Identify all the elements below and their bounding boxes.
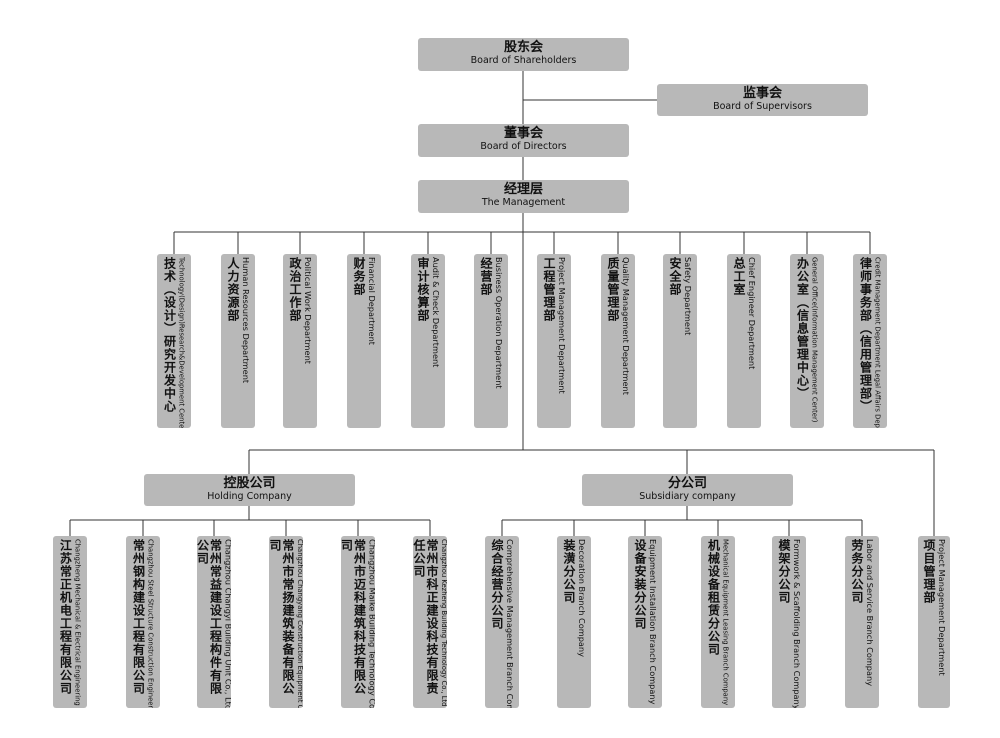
shareholders-cn: 股东会 [503, 40, 543, 55]
supervisors-box: 监事会 Board of Supervisors [657, 84, 868, 116]
subsidiary-company-1-en: Comprehensive Management Branch Company [505, 539, 515, 708]
holding-company-5-en: Changzhou Maike Building Technology Co.,… [367, 539, 376, 708]
management-en: The Management [481, 197, 566, 208]
department-box-12-cn: 律师事务部（信用管理部） [858, 257, 873, 413]
holding-company-1-en: Changzheng Mechanical & Electrical Engin… [73, 539, 82, 708]
holding-company-6-cn: 常州市科正建设科技有限责任公司 [413, 539, 439, 695]
subsidiary-company-5-cn: 模架分公司 [777, 539, 791, 604]
department-box-1-cn: 技术（设计）研究开发中心 [162, 257, 177, 413]
shareholders-en: Board of Shareholders [470, 55, 577, 66]
department-box-2-cn: 人力资源部 [226, 257, 240, 322]
subsidiary-company-1-cn: 综合经营分公司 [490, 539, 504, 630]
department-box-12: 律师事务部（信用管理部）Credit Management Department… [853, 254, 887, 428]
shareholders-box: 股东会 Board of Shareholders [418, 38, 629, 71]
holding-company-2-cn: 常州钢构建设工程有限公司 [131, 539, 146, 695]
subsidiary-company-2-en: Decoration Branch Company [577, 539, 587, 657]
department-box-6-cn: 经营部 [479, 257, 493, 296]
subsidiary-company-en: Subsidiary company [639, 491, 736, 502]
department-box-3-cn: 政治工作部 [288, 257, 302, 322]
subsidiary-company-2-cn: 装潢分公司 [562, 539, 576, 604]
holding-company-6-en: Changzhou Kezheng Building Technology Co… [440, 539, 447, 707]
subsidiary-company-4-en: Mechanical Equipment Leasing Branch Comp… [721, 539, 730, 706]
subsidiary-company-box: 分公司 Subsidiary company [582, 474, 793, 506]
project-management-box: 项目管理部 Project Management Department [918, 536, 950, 708]
subsidiary-company-6-cn: 劳务分公司 [850, 539, 864, 604]
subsidiary-company-3-en: Equipment Installation Branch Company [648, 539, 658, 705]
department-box-10-en: Chief Engineer Department [747, 257, 757, 370]
department-box-5-en: Audit & Check Department [431, 257, 441, 368]
department-box-4-en: Financial Department [367, 257, 377, 345]
holding-company-4-en: Changzhou Changyang Construction Equipme… [296, 539, 303, 708]
department-box-4-cn: 财务部 [352, 257, 366, 296]
holding-company-en: Holding Company [207, 491, 292, 502]
department-box-11-cn: 办公室（信息管理中心） [795, 257, 810, 400]
holding-company-3-en: Changzhou Changyi Building Unit Co., Ltd… [223, 539, 232, 708]
department-box-7-cn: 工程管理部 [542, 257, 556, 322]
management-box: 经理层 The Management [418, 180, 629, 213]
department-box-1-en: Technology(Design)Research&Development C… [177, 257, 186, 428]
department-box-3-en: Political Work Department [303, 257, 313, 364]
department-box-9-cn: 安全部 [668, 257, 682, 296]
department-box-11-en: General Office(Information Management Ce… [810, 257, 819, 423]
department-box-6-en: Business Operation Department [494, 257, 504, 389]
department-box-12-en: Credit Management Department Legal Affai… [873, 257, 882, 428]
management-cn: 经理层 [503, 182, 543, 197]
holding-company-cn: 控股公司 [223, 476, 276, 491]
department-box-2-en: Human Resources Department [241, 257, 251, 384]
department-box-8-en: Quality Management Department [621, 257, 631, 395]
holding-company-4-cn: 常州市常扬建筑装备有限公司 [269, 539, 295, 695]
subsidiary-company-4-cn: 机械设备租赁分公司 [706, 539, 721, 656]
department-box-10-cn: 总工室 [732, 257, 746, 296]
department-box-9-en: Safety Department [683, 257, 693, 336]
holding-company-3-cn: 常州常益建设工程构件有限公司 [197, 539, 223, 695]
subsidiary-company-6-en: Labor and Service Branch Company [865, 539, 875, 687]
holding-company-box: 控股公司 Holding Company [144, 474, 355, 506]
holding-company-1-cn: 江苏常正机电工程有限公司 [58, 539, 73, 695]
supervisors-cn: 监事会 [742, 86, 782, 101]
supervisors-en: Board of Supervisors [713, 101, 812, 112]
directors-cn: 董事会 [503, 126, 543, 141]
holding-company-5-cn: 常州市迈科建筑科技有限公司 [341, 539, 367, 695]
holding-company-2-en: Changzhou Steel Structure Construction E… [146, 539, 155, 708]
directors-en: Board of Directors [480, 141, 567, 152]
subsidiary-company-cn: 分公司 [667, 476, 707, 491]
subsidiary-company-5-en: Formwork & Scaffolding Branch Company [792, 539, 802, 708]
department-box-7-en: Project Management Department [557, 257, 567, 394]
department-box-11: 办公室（信息管理中心）General Office(Information Ma… [790, 254, 824, 428]
directors-box: 董事会 Board of Directors [418, 124, 629, 157]
department-box-5-cn: 审计核算部 [416, 257, 430, 322]
department-box-8-cn: 质量管理部 [606, 257, 620, 322]
project-management-en: Project Management Department [937, 539, 947, 676]
project-management-cn: 项目管理部 [922, 539, 936, 604]
subsidiary-company-3-cn: 设备安装分公司 [633, 539, 647, 630]
